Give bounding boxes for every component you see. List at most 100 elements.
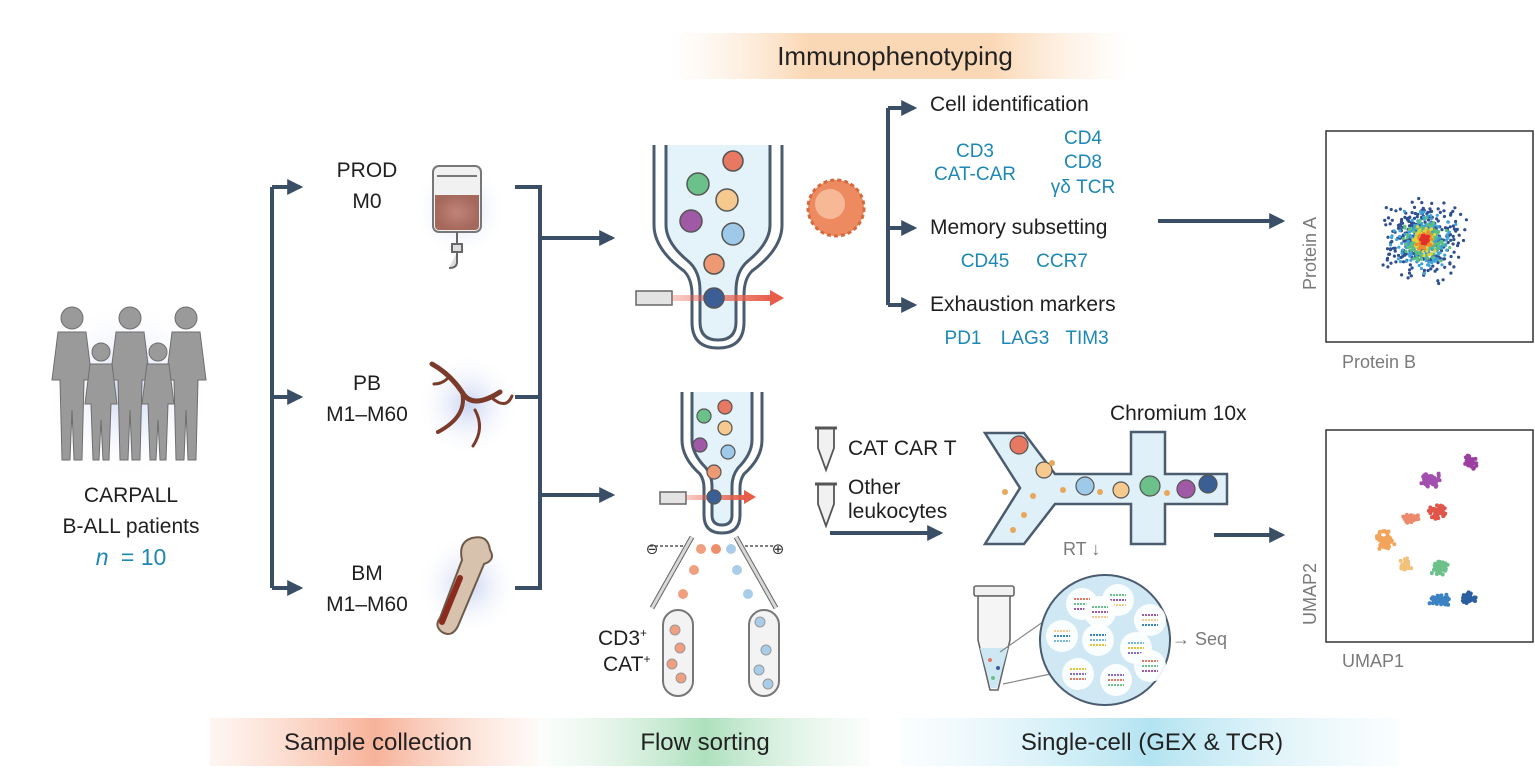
protein-dot (1422, 210, 1426, 214)
protein-dot (1407, 224, 1412, 228)
single-cell-band (900, 718, 1400, 766)
immuno-branch-arrows (886, 100, 918, 313)
umap-dot (1441, 566, 1446, 571)
protein-dot (1449, 254, 1453, 259)
protein-dot (1415, 215, 1419, 219)
umap-dot (1435, 508, 1440, 513)
protein-dot (1445, 248, 1449, 252)
protein-dot (1442, 201, 1446, 205)
protein-dot (1464, 218, 1468, 222)
protein-dot (1398, 234, 1402, 239)
marker-cd3: CD3 (956, 141, 994, 162)
protein-dot (1405, 236, 1409, 240)
eppendorf-tube-icon (973, 585, 1061, 691)
marker-cat-car: CAT-CAR (934, 164, 1016, 185)
protein-dot (1385, 258, 1389, 262)
protein-dot (1412, 257, 1416, 261)
protein-dot (1415, 256, 1419, 260)
protein-dot (1414, 250, 1418, 255)
protein-dot (1404, 249, 1408, 254)
protein-dot (1420, 262, 1424, 266)
protein-dot (1398, 229, 1402, 233)
protein-dot (1430, 261, 1434, 265)
protein-dot (1454, 222, 1458, 226)
umap-dot (1471, 461, 1476, 466)
protein-dot (1410, 218, 1414, 222)
protein-dot (1412, 216, 1417, 220)
protein-dot (1437, 230, 1441, 234)
umap-dot (1432, 507, 1437, 512)
umap-dot (1429, 571, 1434, 576)
protein-dot (1409, 241, 1413, 245)
tube1-label: CAT CAR T (848, 437, 957, 460)
protein-dot (1449, 213, 1453, 217)
protein-dot (1424, 216, 1428, 220)
protein-dot (1429, 267, 1433, 271)
sample-prod-line1: PROD (337, 159, 398, 182)
protein-dot (1422, 239, 1426, 244)
protein-dot (1390, 236, 1394, 240)
chromium-chip-icon (982, 430, 1229, 546)
protein-dot (1406, 242, 1410, 246)
protein-dot (1442, 209, 1446, 213)
marker-gd-tcr: γδ TCR (1051, 177, 1115, 198)
population-label-cd3: CD3+ (598, 626, 647, 650)
protein-dot (1401, 237, 1405, 241)
protein-dot (1419, 253, 1423, 258)
umap-dot (1427, 601, 1432, 606)
umap-dot (1433, 565, 1438, 570)
protein-dot (1457, 233, 1461, 237)
sample-collection-band (210, 718, 540, 766)
umap-dot (1465, 591, 1470, 596)
protein-dot (1426, 256, 1430, 260)
protein-dot (1418, 210, 1423, 214)
protein-dot (1402, 239, 1406, 243)
bone-icon (416, 533, 520, 637)
umap-dot (1386, 529, 1391, 534)
umap-dot (1423, 479, 1428, 484)
protein-dot (1436, 225, 1440, 229)
protein-dot (1443, 253, 1447, 257)
droplet-library-icon (1039, 574, 1171, 706)
umap-dot (1428, 507, 1433, 512)
umap-plot-xlabel: UMAP1 (1342, 651, 1404, 671)
umap-dot (1436, 570, 1441, 575)
protein-dot (1411, 247, 1415, 251)
protein-dot (1427, 260, 1431, 264)
protein-dot (1451, 242, 1455, 246)
protein-dot (1426, 268, 1430, 273)
protein-dot (1438, 256, 1442, 260)
protein-dot (1430, 237, 1434, 241)
protein-dot (1422, 271, 1426, 276)
protein-dot (1388, 222, 1392, 226)
protein-dot (1422, 268, 1427, 272)
protein-dot (1409, 244, 1413, 248)
protein-dot (1435, 257, 1440, 262)
sample-bm-line2: M1–M60 (326, 593, 408, 616)
protein-dot (1451, 234, 1455, 238)
umap-dot (1440, 598, 1445, 603)
protein-dot (1427, 218, 1431, 222)
protein-dot (1433, 240, 1437, 244)
protein-dot (1435, 217, 1439, 221)
protein-dot (1456, 244, 1460, 248)
protein-dot (1436, 242, 1440, 246)
chromium-label: Chromium 10x (1110, 402, 1247, 425)
protein-dot (1456, 241, 1460, 245)
protein-dot (1427, 231, 1431, 235)
umap-dot (1386, 540, 1391, 545)
protein-dot (1401, 260, 1406, 264)
protein-dot (1398, 260, 1403, 264)
protein-dot (1436, 279, 1440, 283)
marker-lag3: LAG3 (1001, 328, 1050, 349)
patients-to-samples-arrows (270, 179, 304, 596)
protein-dot (1442, 257, 1447, 261)
patients-silhouettes-icon (43, 300, 213, 480)
protein-dot (1445, 233, 1449, 237)
marker-cd4: CD4 (1064, 128, 1102, 149)
protein-dot (1398, 207, 1402, 211)
umap-dot (1379, 535, 1384, 540)
protein-dot (1410, 266, 1414, 270)
marker-tim3: TIM3 (1065, 328, 1108, 349)
marker-ccr7: CCR7 (1036, 251, 1088, 272)
